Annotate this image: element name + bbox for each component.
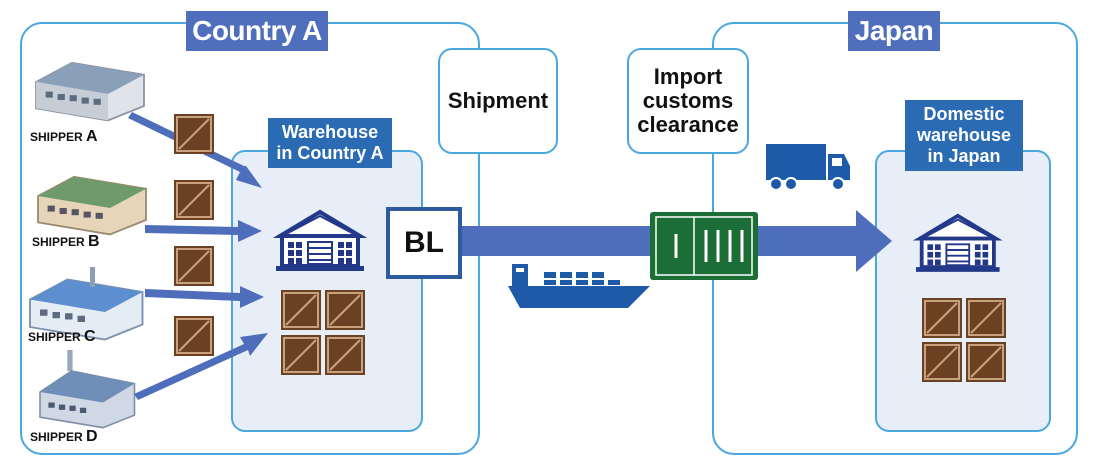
shipper-c-arrow xyxy=(145,286,264,308)
warehouse-country-a-box xyxy=(231,150,423,432)
warehouse-japan-crates-icon xyxy=(921,297,1007,383)
cargo-ship-icon xyxy=(508,264,650,308)
shipper-c-letter: C xyxy=(84,328,96,345)
warehouse-japan-label: Domestic warehouse in Japan xyxy=(905,100,1023,171)
country-a-title: Country A xyxy=(186,11,328,51)
shipping-container-icon xyxy=(650,212,758,280)
shipper-d-label: SHIPPER D xyxy=(30,428,98,446)
shipper-b-prefix: SHIPPER xyxy=(32,235,89,249)
shipper-b-label: SHIPPER B xyxy=(32,233,100,251)
shipper-d-prefix: SHIPPER xyxy=(30,430,87,444)
delivery-truck-icon xyxy=(766,144,850,191)
warehouse-country-a-label: Warehouse in Country A xyxy=(268,118,392,168)
shipper-c-label: SHIPPER C xyxy=(28,328,96,346)
shipper-a-crate-icon xyxy=(173,113,215,155)
shipper-a-letter: A xyxy=(86,128,98,145)
shipper-c-crate-icon xyxy=(173,245,215,287)
shipper-a-building-icon xyxy=(35,61,145,122)
warehouse-japan-box xyxy=(875,150,1051,432)
shipper-d-letter: D xyxy=(86,428,98,445)
warehouse-a-building-icon xyxy=(274,210,366,273)
shipper-a-label: SHIPPER A xyxy=(30,128,98,146)
shipper-b-letter: B xyxy=(88,233,100,250)
shipper-a-prefix: SHIPPER xyxy=(30,130,87,144)
import-customs-card: Import customs clearance xyxy=(627,48,749,154)
shipper-b-arrow xyxy=(145,220,262,242)
warehouse-japan-building-icon xyxy=(914,213,1002,274)
shipper-c-building-icon xyxy=(29,267,144,341)
shipment-card: Shipment xyxy=(438,48,558,154)
shipper-d-building-icon xyxy=(39,350,136,429)
shipper-c-prefix: SHIPPER xyxy=(28,330,85,344)
shipper-d-crate-icon xyxy=(173,315,215,357)
shipper-d-arrow xyxy=(134,333,268,400)
japan-title: Japan xyxy=(848,11,940,51)
bill-of-lading-box: BL xyxy=(386,207,462,279)
main-shipping-arrow-head xyxy=(856,210,892,272)
warehouse-a-crates-icon xyxy=(280,289,366,376)
shipper-b-building-icon xyxy=(37,175,147,236)
shipper-b-crate-icon xyxy=(173,179,215,221)
